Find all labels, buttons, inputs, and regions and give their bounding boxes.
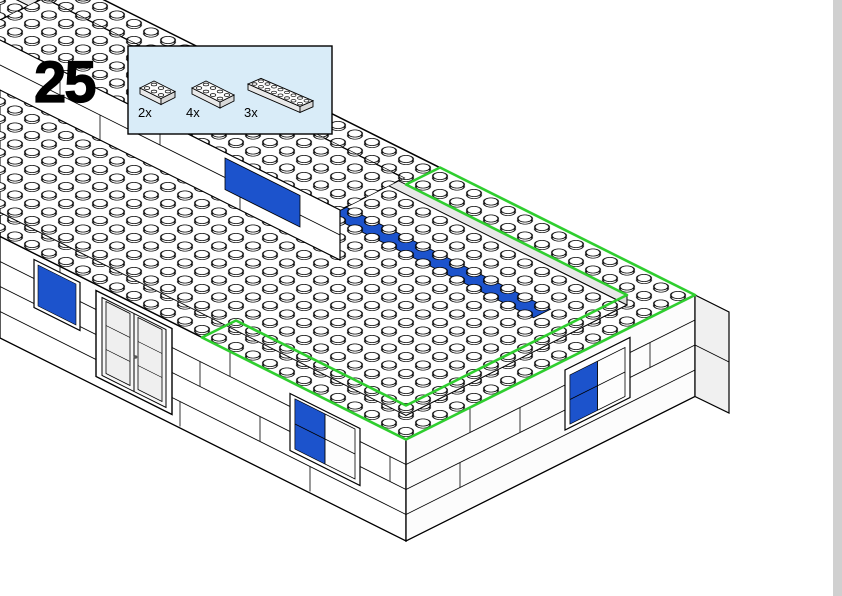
part-quantity-label: 3x	[244, 105, 258, 120]
background-blue-stripe	[224, 157, 301, 228]
page-edge	[833, 0, 842, 596]
door-panel-right	[137, 316, 163, 403]
window-front-center	[289, 392, 361, 487]
part-quantity-label: 4x	[186, 105, 200, 120]
front-right-wall	[405, 293, 696, 543]
step-number: 25	[34, 50, 95, 115]
part-plate-2x4	[190, 80, 236, 109]
part-plate-2x3	[138, 80, 177, 106]
part-quantity-label: 2x	[138, 105, 152, 120]
brick-course-lines	[405, 319, 696, 515]
placement-highlight-outline	[200, 166, 697, 441]
background-wall	[0, 39, 341, 261]
door-mullions	[105, 325, 163, 378]
window-left-blue	[33, 258, 81, 332]
brick-joint-lines	[459, 342, 651, 488]
front-left-wall	[0, 235, 407, 543]
window-right	[564, 336, 631, 431]
door-handle	[133, 355, 138, 359]
part-plate-2x8	[246, 77, 315, 114]
window-left-glass	[37, 264, 77, 326]
parts-callout: 2x 4x	[127, 45, 333, 135]
door-panel-left	[105, 300, 131, 387]
right-end-wall	[694, 294, 730, 414]
door	[95, 289, 173, 416]
